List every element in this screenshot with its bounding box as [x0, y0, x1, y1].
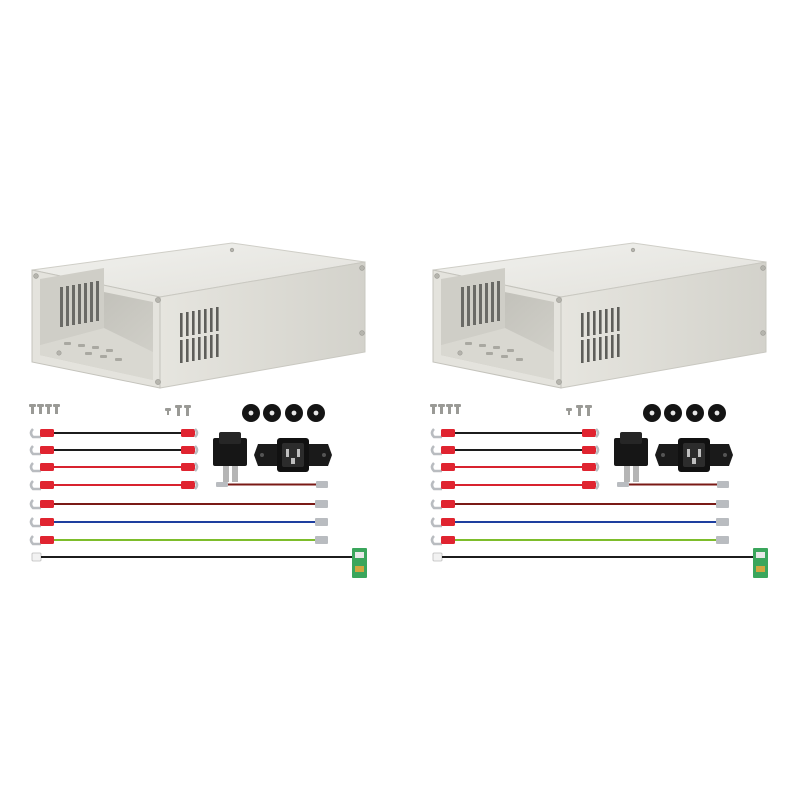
- background: [0, 0, 800, 800]
- product-photo: [0, 0, 800, 800]
